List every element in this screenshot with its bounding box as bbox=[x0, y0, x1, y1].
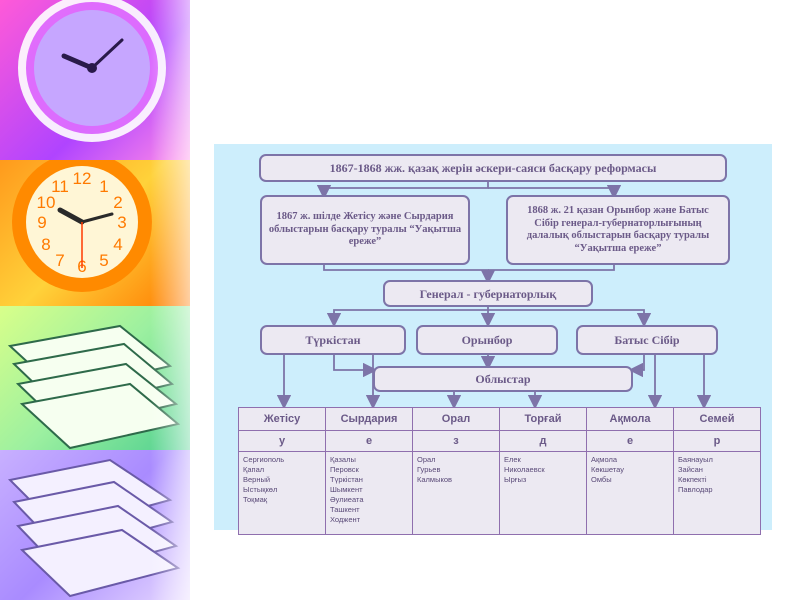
svg-text:10: 10 bbox=[37, 193, 56, 212]
province-name: Сырдария bbox=[325, 407, 413, 431]
city-list: Орал Гурьев Калмыков bbox=[412, 451, 500, 535]
city-name: Орал bbox=[417, 455, 436, 464]
svg-text:5: 5 bbox=[99, 251, 108, 270]
city-list: Баянауыл Зайсан Көкпекті Павлодар bbox=[673, 451, 761, 535]
city-list: Ақмола Көкшетау Омбы bbox=[586, 451, 674, 535]
city-name: Сергиополь bbox=[243, 455, 285, 464]
city-name: Әулиеата bbox=[330, 495, 364, 504]
province-letter: з bbox=[412, 430, 500, 452]
svg-text:7: 7 bbox=[55, 251, 64, 270]
svg-text:2: 2 bbox=[113, 193, 122, 212]
city-name: Павлодар bbox=[678, 485, 713, 494]
city-list: Елек Николаевск Ырғыз bbox=[499, 451, 587, 535]
oblasts-box: Облыстар bbox=[373, 366, 633, 392]
city-name: Шымкент bbox=[330, 485, 363, 494]
city-name: Елек bbox=[504, 455, 521, 464]
province-letter: р bbox=[673, 430, 761, 452]
svg-text:12: 12 bbox=[73, 169, 92, 188]
city-name: Николаевск bbox=[504, 465, 545, 474]
city-name: Көкпекті bbox=[678, 475, 707, 484]
province-name: Торғай bbox=[499, 407, 587, 431]
city-name: Ходжент bbox=[330, 515, 361, 524]
purple-books-image bbox=[0, 450, 190, 600]
city-name: Перовск bbox=[330, 465, 359, 474]
city-list: Қазалы Перовск Түркістан Шымкент Әулиеат… bbox=[325, 451, 413, 535]
svg-text:3: 3 bbox=[117, 213, 126, 232]
city-name: Верный bbox=[243, 475, 271, 484]
provinces-cities-row: Сергиополь Қапал Верный Ыстықкөл Тоқмақ … bbox=[238, 451, 761, 535]
west-siberia-box: Батыс Сібір bbox=[576, 325, 718, 355]
city-name: Тоқмақ bbox=[243, 495, 268, 504]
city-name: Ыстықкөл bbox=[243, 485, 278, 494]
city-name: Зайсан bbox=[678, 465, 703, 474]
provinces-header-row: Жетісу Сырдария Орал Торғай Ақмола Семей bbox=[238, 407, 761, 431]
city-name: Ырғыз bbox=[504, 475, 527, 484]
right-reform-box: 1868 ж. 21 қазан Орынбор және Батыс Сібі… bbox=[506, 195, 730, 265]
city-name: Қазалы bbox=[330, 455, 356, 464]
city-name: Ақмола bbox=[591, 455, 617, 464]
svg-text:8: 8 bbox=[41, 235, 50, 254]
svg-text:9: 9 bbox=[37, 213, 46, 232]
left-reform-box: 1867 ж. шілде Жетісу және Сырдария облыс… bbox=[260, 195, 470, 265]
city-name: Омбы bbox=[591, 475, 612, 484]
province-letter: е bbox=[586, 430, 674, 452]
city-name: Түркістан bbox=[330, 475, 363, 484]
province-letter: д bbox=[499, 430, 587, 452]
connector-arrows bbox=[276, 182, 712, 410]
province-name: Семей bbox=[673, 407, 761, 431]
province-name: Жетісу bbox=[238, 407, 326, 431]
province-name: Орал bbox=[412, 407, 500, 431]
city-name: Ташкент bbox=[330, 505, 360, 514]
governorate-box: Генерал - губернаторлық bbox=[383, 280, 593, 307]
strip-fade bbox=[150, 0, 220, 600]
city-name: Қапал bbox=[243, 465, 265, 474]
province-letter: у bbox=[238, 430, 326, 452]
orenburg-box: Орынбор bbox=[416, 325, 558, 355]
city-name: Көкшетау bbox=[591, 465, 624, 474]
svg-text:11: 11 bbox=[51, 177, 69, 196]
province-name: Ақмола bbox=[586, 407, 674, 431]
provinces-letter-row: у е з д е р bbox=[238, 430, 761, 452]
city-name: Гурьев bbox=[417, 465, 441, 474]
turkestan-box: Түркістан bbox=[260, 325, 406, 355]
reform-diagram: 1867-1868 жж. қазақ жерін әскери-саяси б… bbox=[214, 144, 772, 535]
svg-text:1: 1 bbox=[99, 177, 108, 196]
city-list: Сергиополь Қапал Верный Ыстықкөл Тоқмақ bbox=[238, 451, 326, 535]
provinces-table: Жетісу Сырдария Орал Торғай Ақмола Семей… bbox=[238, 407, 761, 535]
province-letter: е bbox=[325, 430, 413, 452]
city-name: Калмыков bbox=[417, 475, 452, 484]
svg-text:4: 4 bbox=[113, 235, 122, 254]
books-icon bbox=[7, 458, 181, 598]
city-name: Баянауыл bbox=[678, 455, 713, 464]
reform-title-box: 1867-1868 жж. қазақ жерін әскери-саяси б… bbox=[259, 154, 727, 182]
